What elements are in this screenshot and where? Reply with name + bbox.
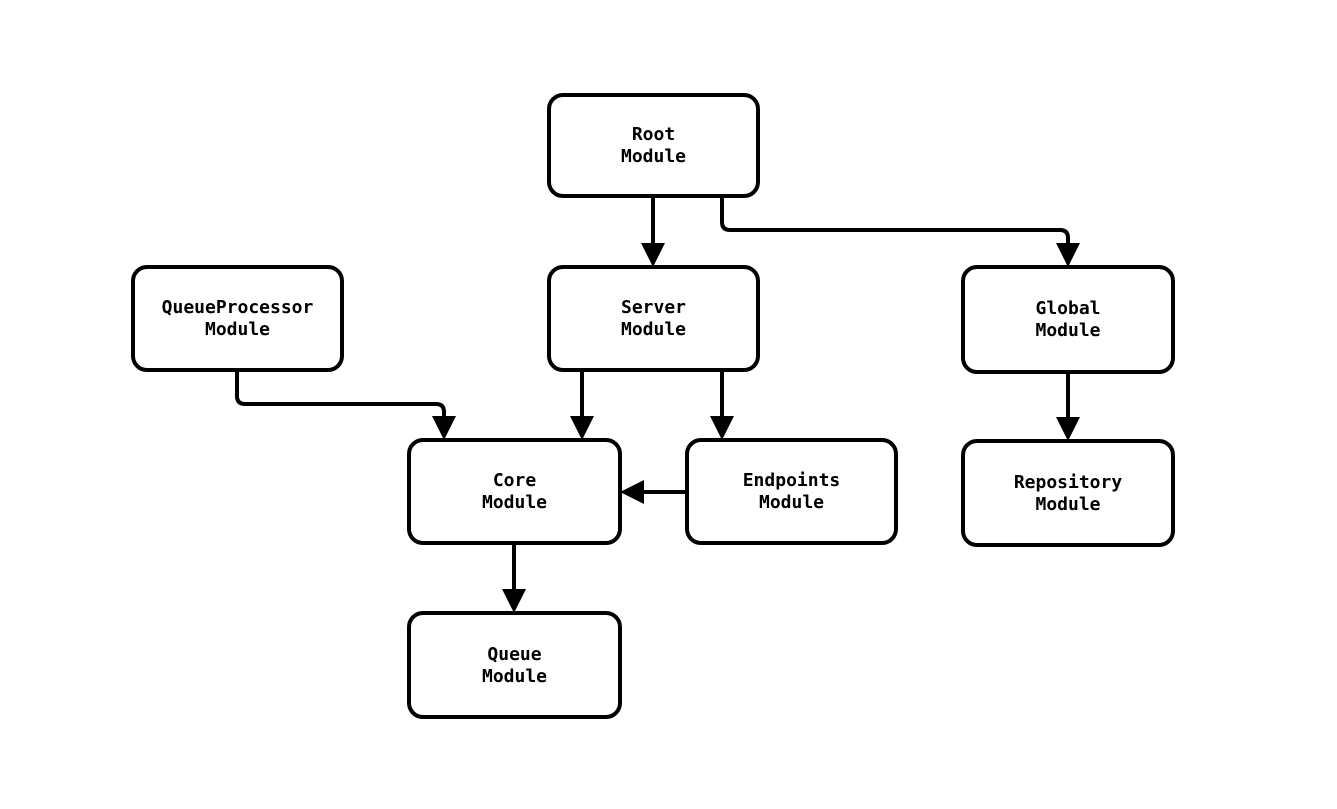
node-label-line1: Server <box>621 297 686 318</box>
edge-core-to-queue <box>502 543 526 613</box>
node-label-line2: Module <box>1035 494 1100 515</box>
edge-line <box>720 196 1070 251</box>
arrow-head-icon <box>502 589 526 613</box>
edge-root-to-server <box>641 196 665 267</box>
node-label-line1: Endpoints <box>743 470 841 491</box>
node-label-line2: Module <box>205 319 270 340</box>
node-label-line1: Repository <box>1014 472 1123 493</box>
edge-line <box>235 370 446 424</box>
node-core-module[interactable]: Core Module <box>407 438 622 545</box>
node-queueprocessor-module[interactable]: QueueProcessor Module <box>131 265 344 372</box>
node-label-line2: Module <box>482 666 547 687</box>
arrow-head-icon <box>432 416 456 440</box>
node-queue-module[interactable]: Queue Module <box>407 611 622 719</box>
node-endpoints-module[interactable]: Endpoints Module <box>685 438 898 545</box>
node-box[interactable] <box>547 93 760 198</box>
edge-root-to-global <box>720 196 1080 267</box>
arrow-head-icon <box>620 480 644 504</box>
edge-server-to-endpoints <box>710 370 734 440</box>
node-global-module[interactable]: Global Module <box>961 265 1175 374</box>
node-label-line1: QueueProcessor <box>162 297 314 318</box>
node-box[interactable] <box>407 438 622 545</box>
edge-queueprocessor-to-core <box>235 370 456 440</box>
node-repository-module[interactable]: Repository Module <box>961 439 1175 547</box>
node-label-line2: Module <box>1035 320 1100 341</box>
node-box[interactable] <box>961 439 1175 547</box>
node-box[interactable] <box>131 265 344 372</box>
arrow-head-icon <box>641 243 665 267</box>
arrow-head-icon <box>710 416 734 440</box>
edge-global-to-repository <box>1056 372 1080 441</box>
node-label-line2: Module <box>759 492 824 513</box>
node-box[interactable] <box>961 265 1175 374</box>
node-server-module[interactable]: Server Module <box>547 265 760 372</box>
arrow-head-icon <box>1056 417 1080 441</box>
edge-server-to-core <box>570 370 594 440</box>
node-box[interactable] <box>547 265 760 372</box>
node-box[interactable] <box>407 611 622 719</box>
node-label-line2: Module <box>482 492 547 513</box>
node-root-module[interactable]: Root Module <box>547 93 760 198</box>
arrow-head-icon <box>570 416 594 440</box>
node-label-line2: Module <box>621 146 686 167</box>
node-label-line1: Queue <box>487 644 541 665</box>
node-box[interactable] <box>685 438 898 545</box>
edge-endpoints-to-core <box>620 480 687 504</box>
node-label-line1: Global <box>1035 298 1100 319</box>
arrow-head-icon <box>1056 243 1080 267</box>
node-label-line1: Root <box>632 124 675 145</box>
node-label-line2: Module <box>621 319 686 340</box>
node-label-line1: Core <box>493 470 537 491</box>
